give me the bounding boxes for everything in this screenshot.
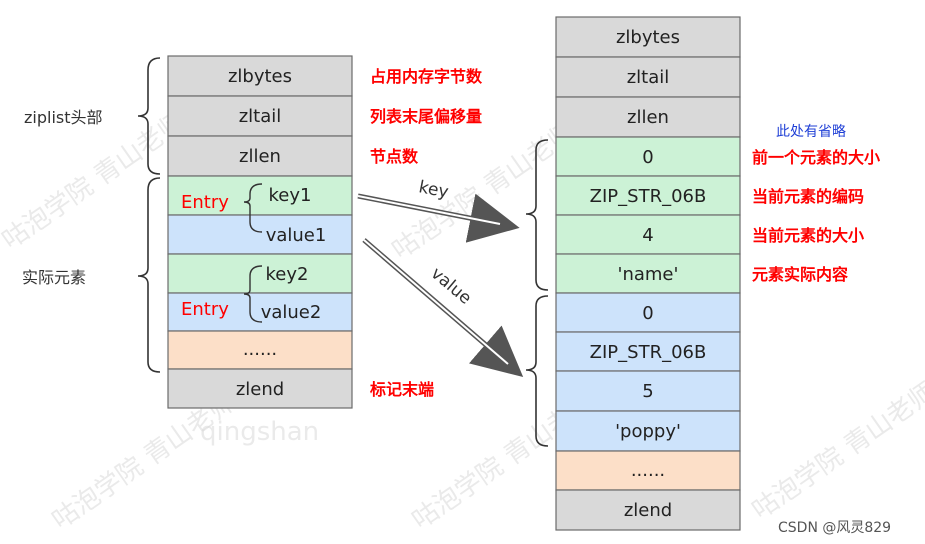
left-cell: key2 bbox=[167, 253, 353, 294]
entry-brace bbox=[243, 183, 263, 233]
svg-text:zlend: zlend bbox=[236, 379, 284, 400]
annotation-content: 元素实际内容 bbox=[752, 265, 848, 284]
svg-text:key1: key1 bbox=[269, 185, 312, 206]
annotation-zltail: 列表末尾偏移量 bbox=[370, 107, 482, 126]
left-cell: zltail bbox=[167, 95, 353, 137]
annotation-length: 当前元素的大小 bbox=[752, 226, 864, 245]
annotation-prev-len: 前一个元素的大小 bbox=[752, 148, 880, 167]
svg-text:zlend: zlend bbox=[624, 500, 672, 521]
svg-text:value2: value2 bbox=[261, 302, 322, 323]
left-cell: value2 bbox=[167, 292, 353, 332]
value-entry-brace bbox=[525, 295, 549, 447]
right-table: zlbytes zltail zllen 0 ZIP_STR_06B 4 'na… bbox=[555, 16, 741, 531]
right-cell: 5 bbox=[555, 370, 741, 412]
watermark-qingshan: qingshan bbox=[200, 417, 319, 447]
left-cell: zlend bbox=[167, 368, 353, 409]
svg-text:4: 4 bbox=[642, 225, 653, 246]
right-cell: ZIP_STR_06B bbox=[555, 175, 741, 216]
entry-label: Entry bbox=[181, 192, 229, 213]
svg-text:zlbytes: zlbytes bbox=[616, 27, 680, 48]
left-cell: ...... bbox=[167, 330, 353, 370]
value-arrow: value bbox=[362, 238, 524, 378]
watermarks: qingshan 咕泡学院 青山老师 咕泡学院 青山老师 咕泡学院 青山老师 咕… bbox=[0, 107, 925, 536]
annotation-zlbytes: 占用内存字节数 bbox=[370, 67, 483, 86]
right-cell: 'poppy' bbox=[555, 410, 741, 452]
watermark-teacher: 咕泡学院 青山老师 bbox=[387, 117, 581, 266]
svg-text:0: 0 bbox=[642, 303, 653, 324]
watermark-teacher: 咕泡学院 青山老师 bbox=[0, 107, 191, 256]
key-arrow-label: key bbox=[417, 177, 450, 202]
svg-text:0: 0 bbox=[642, 147, 653, 168]
right-cell: 'name' bbox=[555, 253, 741, 294]
right-cell: 4 bbox=[555, 214, 741, 255]
entry-label: Entry bbox=[181, 299, 229, 320]
svg-text:5: 5 bbox=[642, 381, 653, 402]
annotation-encoding: 当前元素的编码 bbox=[752, 187, 864, 206]
svg-text:zllen: zllen bbox=[239, 146, 281, 167]
svg-text:......: ...... bbox=[631, 460, 665, 481]
svg-text:zlbytes: zlbytes bbox=[228, 66, 292, 87]
left-cell: key1 bbox=[167, 175, 353, 216]
left-cell: zllen bbox=[167, 135, 353, 177]
right-cell: zltail bbox=[555, 56, 741, 98]
svg-text:value1: value1 bbox=[266, 225, 327, 246]
elements-brace bbox=[137, 177, 161, 373]
right-cell: zlend bbox=[555, 489, 741, 531]
entry-brace bbox=[243, 265, 263, 323]
right-cell: zlbytes bbox=[555, 16, 741, 58]
credit-text: CSDN @风灵829 bbox=[778, 520, 891, 536]
right-cell: 0 bbox=[555, 136, 741, 177]
svg-text:zltail: zltail bbox=[239, 106, 282, 127]
right-cell: 0 bbox=[555, 292, 741, 333]
left-cell: value1 bbox=[167, 214, 353, 255]
left-table: zlbytes zltail zllen key1 value1 key2 va… bbox=[167, 55, 353, 409]
key-arrow: key bbox=[357, 177, 520, 243]
right-cell: zllen bbox=[555, 96, 741, 138]
right-cell: ZIP_STR_06B bbox=[555, 331, 741, 372]
svg-text:'poppy': 'poppy' bbox=[615, 421, 681, 442]
svg-text:key2: key2 bbox=[266, 264, 309, 285]
watermark-teacher: 咕泡学院 青山老师 bbox=[47, 387, 241, 536]
left-cell: zlbytes bbox=[167, 55, 353, 97]
key-entry-brace bbox=[525, 139, 549, 291]
watermark-teacher: 咕泡学院 青山老师 bbox=[747, 377, 925, 526]
omitted-note: 此处有省略 bbox=[776, 124, 846, 140]
elements-label: 实际元素 bbox=[22, 268, 86, 287]
header-brace bbox=[137, 57, 161, 175]
ziplist-header-label: ziplist头部 bbox=[24, 108, 103, 127]
svg-text:zllen: zllen bbox=[627, 107, 669, 128]
right-cell: ...... bbox=[555, 450, 741, 491]
svg-text:......: ...... bbox=[243, 339, 277, 360]
svg-text:ZIP_STR_06B: ZIP_STR_06B bbox=[590, 186, 707, 207]
annotation-zllen: 节点数 bbox=[370, 147, 419, 166]
svg-text:ZIP_STR_06B: ZIP_STR_06B bbox=[590, 342, 707, 363]
svg-text:zltail: zltail bbox=[627, 67, 670, 88]
svg-text:'name': 'name' bbox=[618, 264, 679, 285]
annotation-zlend: 标记末端 bbox=[369, 380, 434, 399]
